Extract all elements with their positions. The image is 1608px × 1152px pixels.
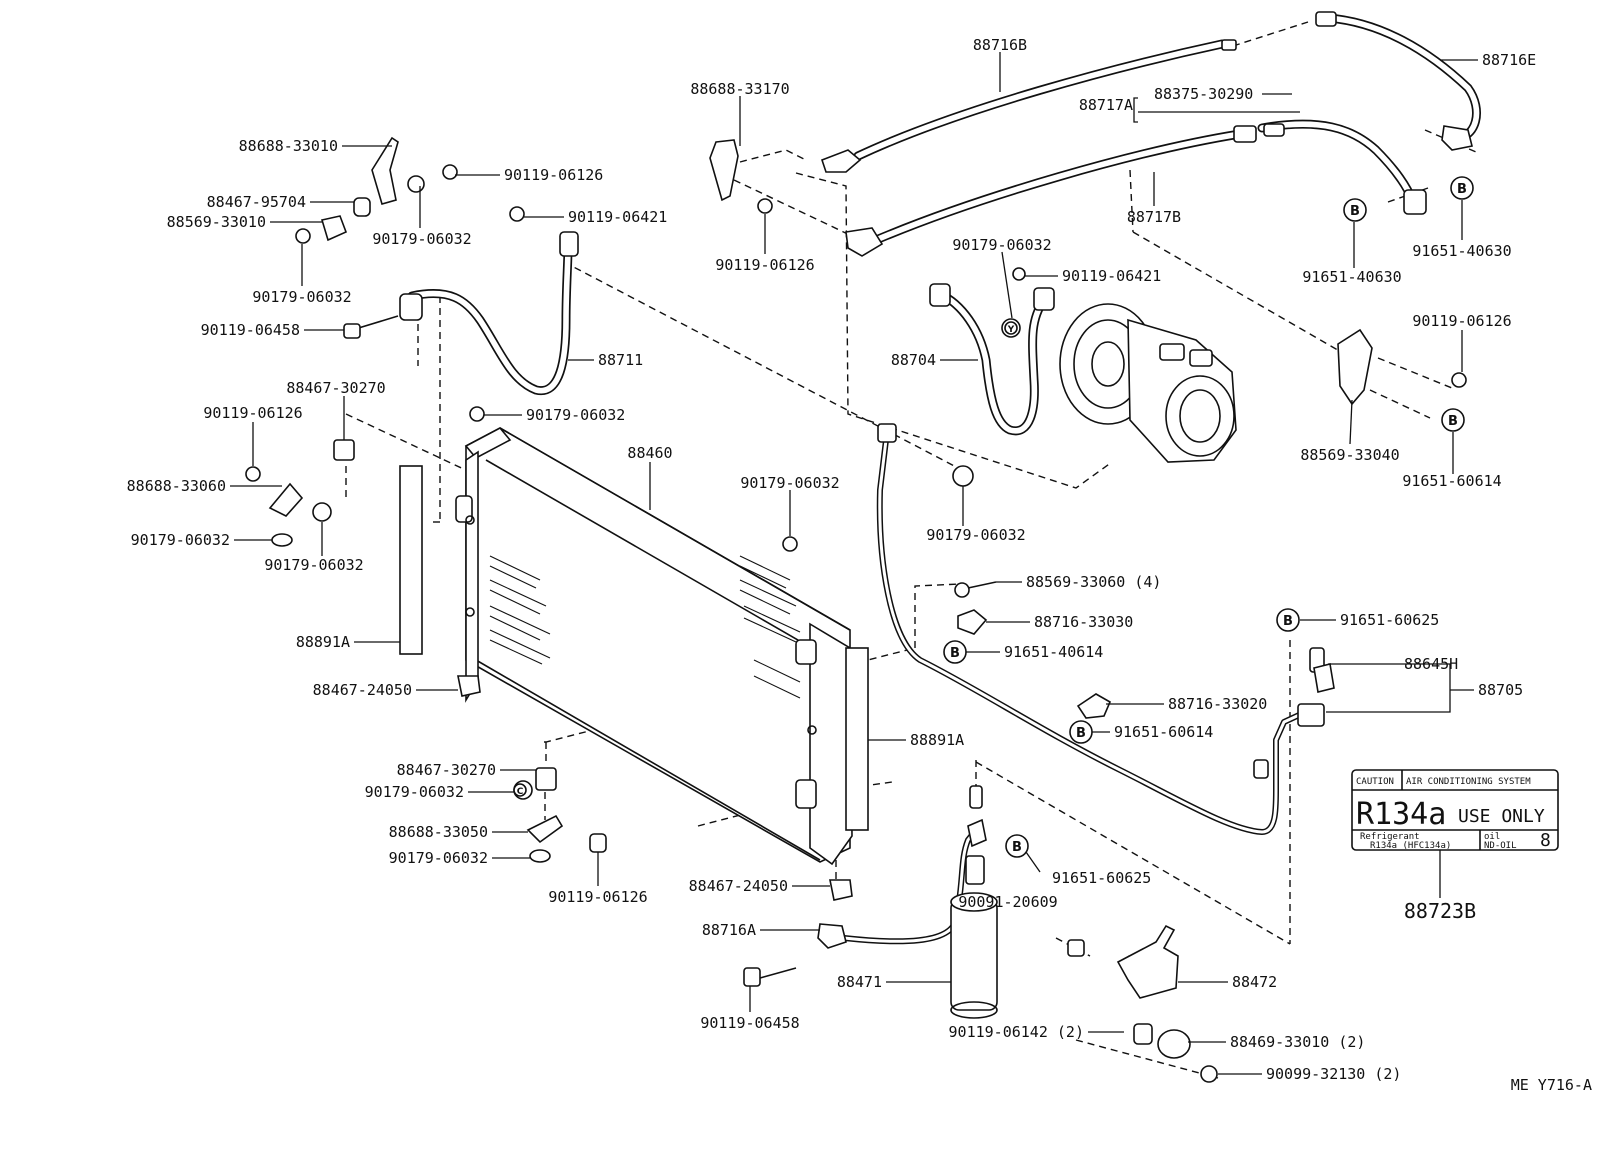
receiver-dryer — [950, 785, 998, 1019]
marker-b: B — [1350, 204, 1360, 219]
caution-text: CAUTION — [1356, 777, 1394, 787]
part-label: 91651-60614 — [1402, 472, 1501, 490]
part-label: 90119-06142 (2) — [949, 1023, 1084, 1041]
part-label: 88469-33010 (2) — [1230, 1033, 1365, 1051]
part-label: 90179-06032 — [252, 288, 351, 306]
part-label: 90179-06032 — [526, 406, 625, 424]
part-label: 88467-30270 — [397, 761, 496, 779]
side-seal-right — [845, 647, 869, 831]
compressor — [1059, 303, 1237, 463]
oil-title: oil — [1484, 832, 1500, 842]
part-label: 91651-60614 — [1114, 723, 1213, 741]
part-label: 90119-06126 — [548, 888, 647, 906]
marker-c: C — [517, 787, 524, 797]
part-label: 90119-06126 — [203, 404, 302, 422]
part-label: 90179-06032 — [740, 474, 839, 492]
part-label: 88717B — [1127, 208, 1181, 226]
part-label: 88688-33170 — [690, 80, 789, 98]
part-label: 90119-06421 — [568, 208, 667, 226]
part-label: 88460 — [627, 444, 672, 462]
brackets — [268, 136, 1373, 999]
part-label: 90179-06032 — [952, 236, 1051, 254]
fittings — [399, 11, 1473, 949]
marker-b: B — [1012, 840, 1022, 855]
part-label: 91651-40614 — [1004, 643, 1103, 661]
part-label: 88716-33030 — [1034, 613, 1133, 631]
part-label: 88467-95704 — [207, 193, 306, 211]
part-label: 88569-33040 — [1300, 446, 1399, 464]
part-label: 90119-06126 — [504, 166, 603, 184]
part-label: 90179-06032 — [372, 230, 471, 248]
part-label: 90179-06032 — [365, 783, 464, 801]
marker-b: B — [1457, 182, 1467, 197]
part-label: 90099-32130 (2) — [1266, 1065, 1401, 1083]
oil-detail: ND-OIL — [1484, 841, 1517, 851]
part-label: 88569-33060 (4) — [1026, 573, 1161, 591]
part-label: 91651-40630 — [1412, 242, 1511, 260]
leader-lines — [230, 52, 1478, 1075]
hoses — [407, 13, 1481, 945]
part-label: 88375-30290 — [1154, 85, 1253, 103]
refrigerant-title: Refrigerant — [1360, 832, 1420, 842]
part-label: 88716E — [1482, 51, 1536, 69]
part-label: 91651-60625 — [1340, 611, 1439, 629]
part-label: 88891A — [296, 633, 350, 651]
marker-circles: B B B B B B B C Y — [513, 176, 1474, 858]
part-label: 88688-33060 — [127, 477, 226, 495]
part-label: 88688-33050 — [389, 823, 488, 841]
part-label: 88723B — [1404, 899, 1476, 923]
condenser — [455, 426, 853, 866]
part-label: 90119-06126 — [1412, 312, 1511, 330]
side-seal-left — [399, 465, 423, 655]
use-only-text: USE ONLY — [1458, 806, 1545, 827]
oil-number: 8 — [1540, 830, 1551, 851]
part-label: 90179-06032 — [389, 849, 488, 867]
caution-label-plate: CAUTION AIR CONDITIONING SYSTEM R134a US… — [1351, 769, 1559, 851]
fasteners — [245, 164, 1467, 1083]
part-label: 88471 — [837, 973, 882, 991]
part-label: 90179-06032 — [131, 531, 230, 549]
system-text: AIR CONDITIONING SYSTEM — [1406, 777, 1531, 787]
part-label: 88467-30270 — [286, 379, 385, 397]
part-label: 90091-20609 — [958, 893, 1057, 911]
part-label: 90119-06458 — [700, 1014, 799, 1032]
part-label: 88711 — [598, 351, 643, 369]
part-label: 90179-06032 — [926, 526, 1025, 544]
diagram-code: ME Y716-A — [1511, 1076, 1592, 1094]
part-labels: 88716B 88716E 88688-33170 88717A 88375-3… — [127, 36, 1592, 1094]
refrigerant-detail: R134a (HFC134a) — [1370, 841, 1451, 851]
part-label: 88645H — [1404, 655, 1458, 673]
part-label: 90119-06458 — [201, 321, 300, 339]
refrigerant-code: R134a — [1356, 797, 1446, 832]
part-label: 90119-06126 — [715, 256, 814, 274]
assembly-dashed-lines — [345, 21, 1477, 1079]
part-label: 88704 — [891, 351, 936, 369]
marker-y: Y — [1007, 325, 1015, 335]
part-label: 88569-33010 — [167, 213, 266, 231]
part-label: 88467-24050 — [313, 681, 412, 699]
marker-b: B — [1283, 614, 1293, 629]
marker-b: B — [1448, 414, 1458, 429]
part-label: 91651-60625 — [1052, 869, 1151, 887]
part-label: 88467-24050 — [689, 877, 788, 895]
marker-b: B — [950, 646, 960, 661]
part-label: 88716B — [973, 36, 1027, 54]
part-label: 88716A — [702, 921, 756, 939]
part-label: 91651-40630 — [1302, 268, 1401, 286]
part-label: 88705 — [1478, 681, 1523, 699]
part-label: 88717A — [1079, 96, 1133, 114]
part-label: 88472 — [1232, 973, 1277, 991]
part-label: 88688-33010 — [239, 137, 338, 155]
part-label: 88891A — [910, 731, 964, 749]
part-label: 90179-06032 — [264, 556, 363, 574]
marker-b: B — [1076, 726, 1086, 741]
part-label: 88716-33020 — [1168, 695, 1267, 713]
part-label: 90119-06421 — [1062, 267, 1161, 285]
